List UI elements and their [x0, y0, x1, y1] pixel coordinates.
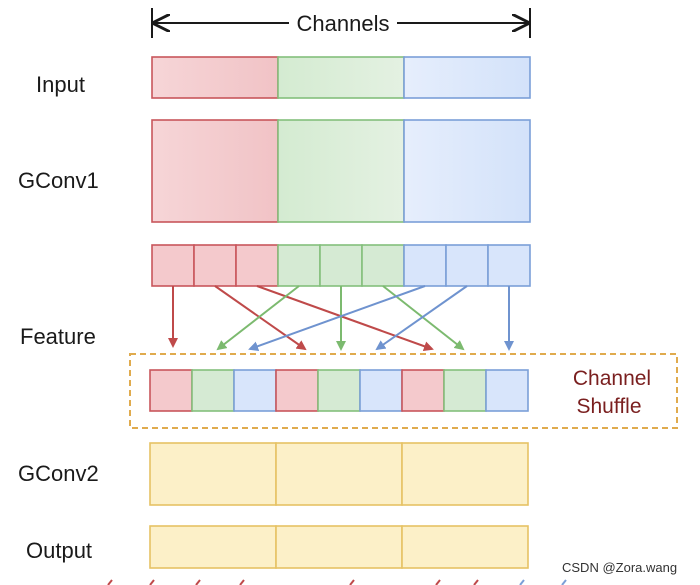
row-label-feature: Feature: [20, 324, 96, 349]
input-group-2: [277, 56, 405, 99]
feature-channels: [151, 244, 531, 287]
arrow-blue-2: [375, 285, 468, 351]
gconv2-group-2: [275, 442, 403, 506]
watermark: CSDN @Zora.wang: [562, 560, 677, 575]
output-group-1: [149, 525, 277, 569]
feature-channel-blue-2: [445, 244, 489, 287]
shuffled-channel-green-3: [443, 369, 487, 412]
input-channels-bar: [151, 56, 531, 99]
channel-shuffle-box: [129, 353, 678, 429]
feature-channel-green-3: [361, 244, 405, 287]
shuffled-channel-red-1: [149, 369, 193, 412]
channel-shuffle-label-line1: Channel: [573, 367, 651, 390]
gconv2-group-3: [401, 442, 529, 506]
output-group-3: [401, 525, 529, 569]
arrow-blue-1: [248, 285, 426, 351]
feature-channel-blue-3: [487, 244, 531, 287]
feature-channel-red-1: [151, 244, 195, 287]
channel-shuffle-label-line2: Shuffle: [577, 395, 642, 418]
shuffled-channel-red-2: [275, 369, 319, 412]
shuffled-channel-green-1: [191, 369, 235, 412]
shuffled-channel-blue-1: [233, 369, 277, 412]
shuffled-channel-red-3: [401, 369, 445, 412]
feature-channel-green-2: [319, 244, 363, 287]
gconv1-block: [151, 119, 531, 223]
feature-channel-red-3: [235, 244, 279, 287]
arrow-green-1: [216, 285, 300, 351]
gconv1-group-3: [403, 119, 531, 223]
row-label-input: Input: [36, 72, 85, 97]
input-group-1: [151, 56, 279, 99]
shuffled-channel-blue-2: [359, 369, 403, 412]
gconv2-group-1: [149, 442, 277, 506]
channels-dimension-arrow: Channels: [151, 8, 531, 38]
shuffled-channel-blue-3: [485, 369, 529, 412]
cropped-bottom-marks: [107, 579, 567, 585]
gconv2-block: [149, 442, 529, 506]
output-group-2: [275, 525, 403, 569]
shuffled-channels: [149, 369, 529, 412]
feature-channel-red-2: [193, 244, 237, 287]
gconv1-group-2: [277, 119, 405, 223]
row-label-gconv2: GConv2: [18, 461, 99, 486]
output-channels-bar: [149, 525, 529, 569]
shuffle-arrows: [168, 285, 514, 351]
channels-label: Channels: [297, 11, 390, 36]
feature-channel-green-1: [277, 244, 321, 287]
gconv1-group-1: [151, 119, 279, 223]
feature-channel-blue-1: [403, 244, 447, 287]
input-group-3: [403, 56, 531, 99]
row-label-gconv1: GConv1: [18, 168, 99, 193]
arrow-red-3: [256, 285, 434, 351]
row-label-output: Output: [26, 538, 92, 563]
shuffled-channel-green-2: [317, 369, 361, 412]
